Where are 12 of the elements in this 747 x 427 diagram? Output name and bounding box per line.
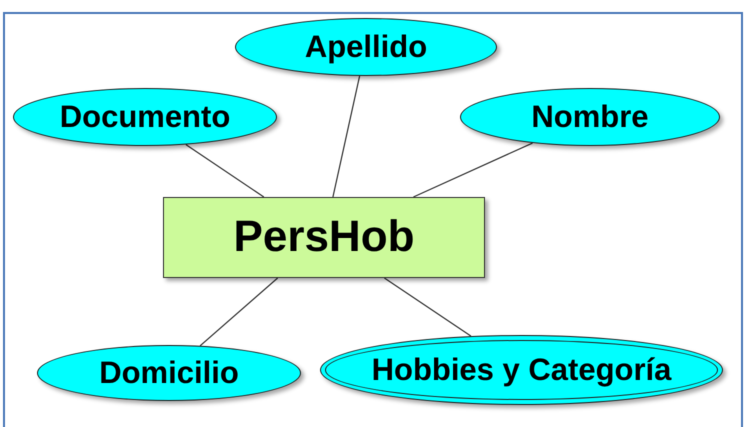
connector-line (332, 76, 360, 198)
attribute-name: Domicilio (99, 356, 239, 390)
connector-line (384, 278, 472, 337)
entity-name: PersHob (234, 213, 414, 262)
attribute-name: Nombre (531, 100, 649, 134)
attribute-name: Documento (60, 100, 230, 134)
connector-line (186, 144, 264, 198)
connector-line (200, 278, 278, 346)
connector-line (413, 142, 533, 198)
entity-box (163, 197, 485, 278)
attribute-name: Apellido (304, 30, 428, 64)
attribute-name: Hobbies y Categoría (372, 352, 672, 388)
